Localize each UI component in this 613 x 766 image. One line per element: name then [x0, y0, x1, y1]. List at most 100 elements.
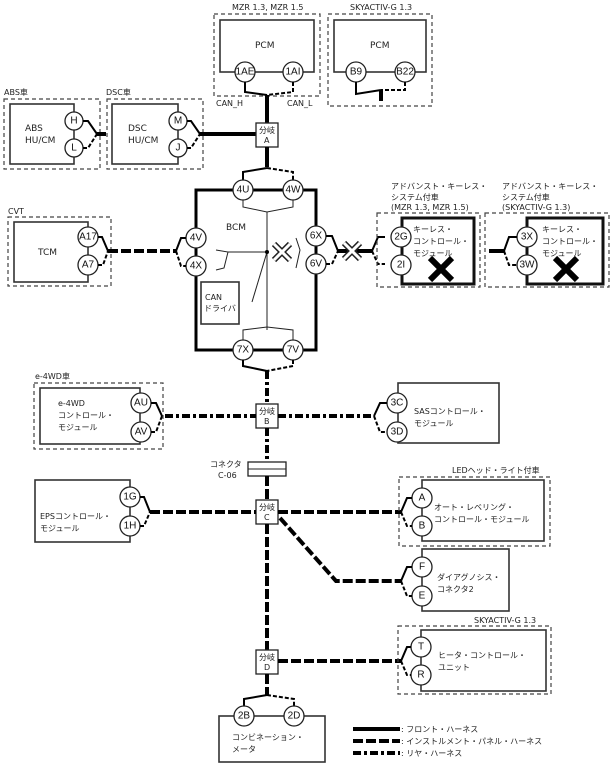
heater-can-l-wire — [400, 660, 411, 676]
leveling-can-l-wire — [400, 511, 412, 527]
can-driver-2: ドライバ — [204, 304, 236, 313]
sas-name-1: SASコントロール・ — [414, 407, 486, 416]
sas-box — [397, 382, 500, 444]
heater-can-h-wire — [400, 646, 411, 662]
heater-name-2: ユニット — [438, 663, 470, 672]
pin-6v-label: 6V — [310, 259, 323, 270]
bcm-internal-right — [295, 237, 301, 269]
keyless-sky-name-3: モジュール — [542, 249, 581, 258]
heater-box — [420, 629, 547, 692]
keyless-sky-variant-3: (SKYACTIV-G 1.3) — [502, 203, 570, 212]
bcm-internal-bottom — [242, 326, 294, 340]
bcm-box — [194, 188, 318, 352]
heater-variant: SKYACTIV-G 1.3 — [474, 616, 536, 625]
pin-t-label: T — [418, 642, 424, 653]
keyless-sky-name-2: コントロール・ — [542, 237, 598, 246]
meter-name-2: メータ — [232, 745, 256, 754]
heater-option-frame — [397, 625, 552, 695]
inst-harness-c-to-dlc — [278, 516, 401, 583]
pin-7v-label: 7V — [287, 345, 300, 356]
pin-2g-label: 2G — [394, 232, 408, 243]
pin-f-label: F — [419, 562, 425, 573]
e4wd-box — [39, 387, 141, 445]
can-l-label: CAN_L — [287, 99, 313, 108]
keyless-2i-wire — [371, 250, 385, 265]
bcm-7v-wire — [266, 360, 294, 372]
branch-a-id: A — [264, 136, 270, 145]
e4wd-can-h-wire — [151, 402, 163, 417]
abs-can-h-wire — [83, 120, 98, 135]
bcm-6x-wire — [326, 235, 339, 252]
keyless-mzr-name-3: モジュール — [413, 249, 452, 258]
sas-can-l-wire — [373, 415, 387, 433]
pin-3x-label: 3X — [521, 232, 534, 243]
bcm-7x-wire — [242, 360, 268, 372]
dsc-option-frame — [106, 98, 204, 170]
meter-2b-wire — [243, 694, 268, 707]
pin-1g-label: 1G — [123, 492, 137, 503]
branch-a-label: 分岐 — [259, 125, 275, 135]
pin-l-label: L — [71, 143, 77, 154]
removed-cross-icon — [427, 255, 455, 283]
pin-av-label: AV — [135, 427, 148, 438]
bcm-4w-wire — [266, 167, 294, 180]
pin-b9-label: B9 — [350, 67, 363, 78]
tcm-name: TCM — [37, 248, 57, 258]
dsc-name-2: HU/CM — [128, 136, 158, 146]
removed-cross-icon-2 — [552, 255, 580, 283]
pin-j-label: J — [176, 143, 181, 154]
abs-variant: ABS車 — [4, 87, 28, 97]
branch-d-label: 分岐 — [259, 652, 275, 662]
keyless-3x-wire — [503, 236, 517, 252]
pin-b-label: B — [419, 521, 426, 532]
abs-option-frame — [3, 98, 101, 170]
dsc-box — [111, 103, 179, 165]
keyless-2g-wire — [371, 236, 385, 252]
keyless-mzr-variant-1: アドバンスト・キーレス・ — [391, 182, 487, 191]
bcm-internal-left — [215, 249, 229, 271]
e4wd-name-2: コントロール・ — [58, 411, 114, 420]
pin-a7-label: A7 — [82, 260, 95, 271]
pin-a17-label: A17 — [79, 232, 97, 243]
sas-name-2: モジュール — [414, 419, 453, 428]
pin-2g — [390, 226, 412, 248]
dlc-can-l-wire — [400, 580, 412, 597]
connector-label-2: C-06 — [218, 471, 237, 480]
connector-label-1: コネクタ — [210, 460, 242, 469]
pin-4w-label: 4W — [286, 185, 302, 196]
dsc-can-h-wire — [187, 120, 201, 135]
keyless-mzr-variant-3: (MZR 1.3, MZR 1.5) — [391, 203, 469, 212]
pin-2b — [233, 705, 255, 727]
pin-4w — [282, 179, 304, 201]
dlc-name-1: ダイアグノシス・ — [437, 572, 500, 582]
bcm-4x-wire — [175, 250, 186, 267]
pin-2b-label: 2B — [238, 711, 251, 722]
pin-4x-label: 4X — [190, 261, 203, 272]
pcm-mzr-name: PCM — [255, 41, 274, 51]
pin-3d-label: 3D — [391, 427, 404, 438]
pin-e-label: E — [419, 591, 426, 602]
eps-box — [34, 479, 131, 543]
tcm-option-frame — [7, 216, 112, 287]
e4wd-option-frame — [33, 382, 164, 450]
pin-4u-label: 4U — [237, 185, 250, 196]
keyless-mzr-name-1: キーレス・ — [413, 225, 453, 234]
keyless-sky-name-1: キーレス・ — [542, 225, 582, 234]
keyless-3w-wire — [503, 250, 517, 266]
leveling-name-2: コントロール・モジュール — [434, 515, 529, 524]
disconnect-cross-inner — [272, 242, 292, 262]
e4wd-name-3: モジュール — [58, 423, 97, 432]
dlc-can-h-wire — [400, 566, 412, 582]
bcm-4u-wire — [242, 167, 268, 180]
abs-name-2: HU/CM — [25, 136, 55, 146]
keyless-mzr-option-frame — [376, 212, 481, 288]
branch-c-label: 分岐 — [259, 502, 275, 512]
pin-au-label: AU — [134, 398, 148, 409]
pin-r-label: R — [417, 670, 424, 681]
disconnect-cross-inner-2 — [342, 241, 362, 261]
legend-rear-label: : リヤ・ハーネス — [401, 749, 462, 758]
pin-2i — [390, 254, 412, 276]
keyless-mzr-name-2: コントロール・ — [413, 237, 469, 246]
bcm-bus-junction — [265, 250, 269, 254]
